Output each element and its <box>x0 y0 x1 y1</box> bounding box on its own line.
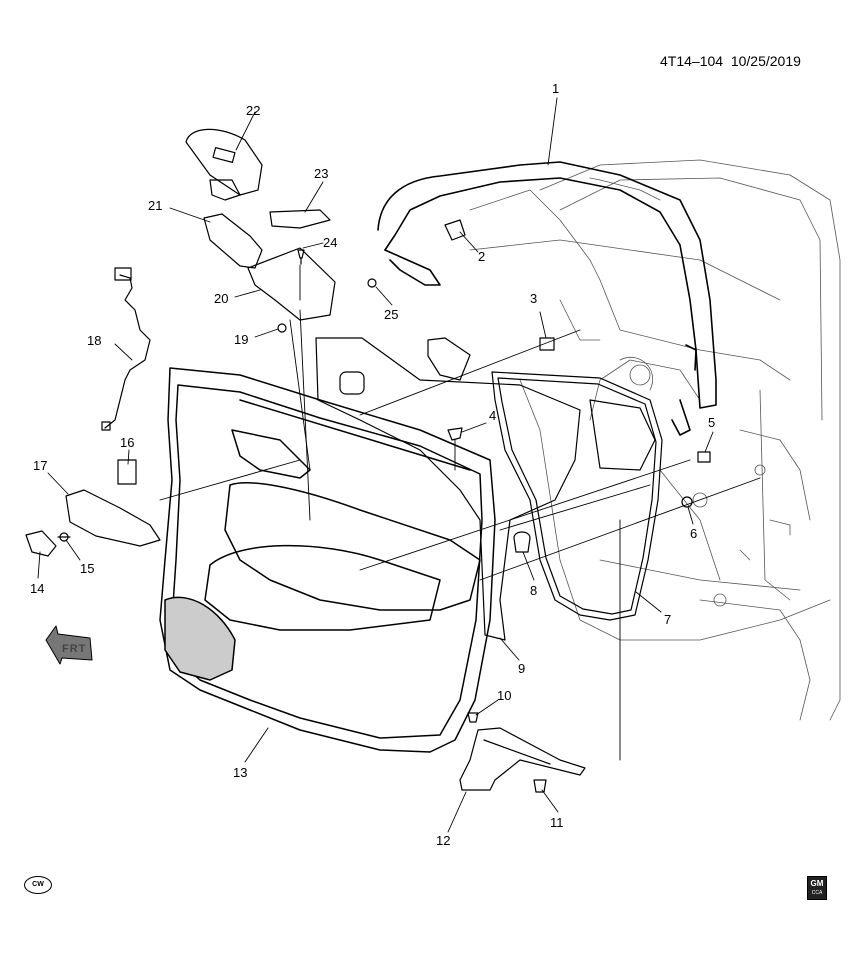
part-2-bracket <box>444 219 466 241</box>
switch-bezel-assembly <box>185 128 336 321</box>
callout-5: 5 <box>708 415 716 430</box>
callout-20: 20 <box>214 291 229 306</box>
gm-logo-subtext: CCA <box>811 890 823 896</box>
callout-19: 19 <box>234 332 249 347</box>
lower-bracket <box>459 727 586 791</box>
gm-logo-text: GM <box>810 879 824 888</box>
cw-badge: CW <box>24 876 52 894</box>
door-trim-panel <box>159 367 496 753</box>
callout-24: 24 <box>323 235 338 250</box>
callout-7: 7 <box>664 612 672 627</box>
callout-12: 12 <box>436 833 451 848</box>
callout-4: 4 <box>489 408 497 423</box>
callout-6: 6 <box>690 526 698 541</box>
callout-16: 16 <box>120 435 135 450</box>
callout-1: 1 <box>552 81 560 96</box>
callout-17: 17 <box>33 458 48 473</box>
front-direction-label: FRT <box>62 643 87 655</box>
window-frame-seal <box>377 161 717 436</box>
callout-3: 3 <box>530 291 538 306</box>
callout-23: 23 <box>314 166 329 181</box>
callout-11: 11 <box>550 815 564 830</box>
door-seal <box>491 371 663 621</box>
callout-10: 10 <box>497 688 512 703</box>
door-inner-structure <box>469 159 841 721</box>
callout-8: 8 <box>530 583 538 598</box>
wiring-harness <box>101 267 151 431</box>
handle-assembly <box>25 459 161 557</box>
callout-25: 25 <box>384 307 399 322</box>
front-arrow-icon <box>45 625 93 665</box>
fasteners <box>57 249 711 793</box>
callout-21: 21 <box>148 198 163 213</box>
gm-logo: GM CCA <box>807 876 827 900</box>
leader-lines <box>37 97 761 833</box>
callout-9: 9 <box>518 661 526 676</box>
callout-14: 14 <box>30 581 45 596</box>
doc-ref-number: 4T14–104 <box>660 53 724 69</box>
callout-18: 18 <box>87 333 102 348</box>
callout-13: 13 <box>233 765 248 780</box>
callout-2: 2 <box>478 249 486 264</box>
document-reference: 4T14–104 10/25/2019 <box>660 53 801 69</box>
doc-date: 10/25/2019 <box>730 53 801 69</box>
callout-15: 15 <box>80 561 95 576</box>
callout-22: 22 <box>246 103 261 118</box>
